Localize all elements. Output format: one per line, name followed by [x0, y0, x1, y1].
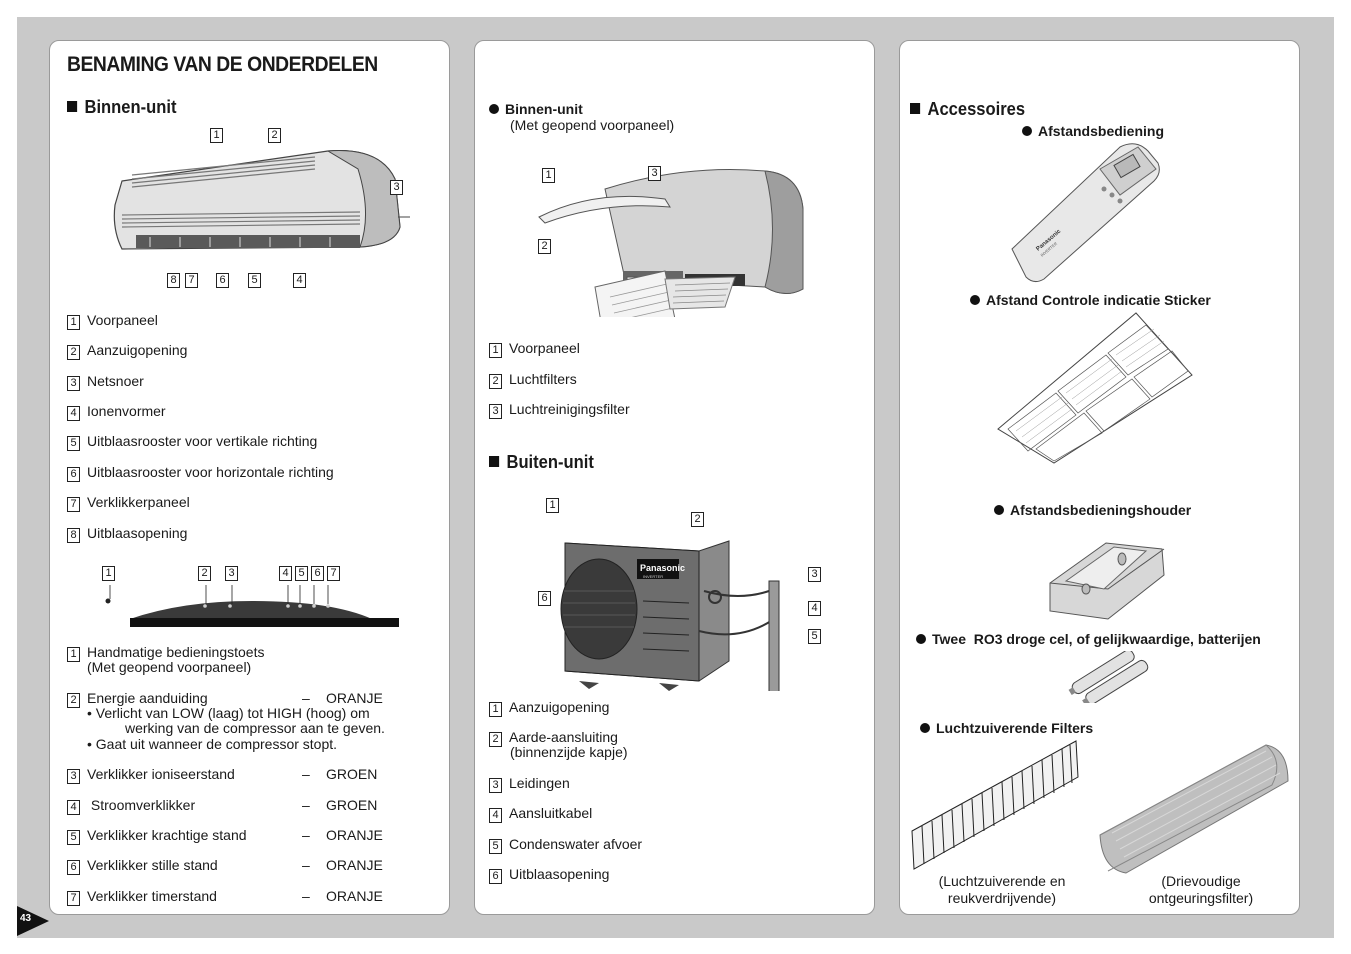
holder-heading: Afstandsbedieningshouder [994, 502, 1191, 518]
bullet-dot-icon [970, 295, 980, 305]
callout-2: 2 [268, 125, 288, 143]
section-accessoires: Accessoires [910, 99, 1025, 120]
outdoor-callout-1: 1 [546, 495, 566, 513]
panel-open-and-outdoor: Binnen-unit (Met geopend voorpaneel) 1 3… [474, 40, 875, 915]
page-number-tab [17, 906, 49, 936]
indicator-2-bullet-1-cont: werking van de compressor aan te geven. [125, 720, 385, 736]
outdoor-callout-2: 2 [691, 509, 711, 527]
square-bullet-icon [489, 456, 500, 467]
outdoor-part-2-note: (binnenzijde kapje) [510, 744, 628, 760]
panel-callout-7: 7 [327, 563, 347, 581]
callout-5: 5 [248, 270, 268, 288]
remote-heading: Afstandsbediening [1022, 123, 1164, 139]
indicator-4-color: –GROEN [302, 797, 378, 813]
indicator-7-color: –ORANJE [302, 888, 383, 904]
callout-4: 4 [293, 270, 313, 288]
outdoor-callout-5: 5 [808, 626, 828, 644]
page-title: BENAMING VAN DE ONDERDELEN [67, 53, 378, 76]
outdoor-callout-4: 4 [808, 598, 828, 616]
indicator-6-color: –ORANJE [302, 857, 383, 873]
panel-indoor-parts: BENAMING VAN DE ONDERDELEN Binnen-unit 1… [49, 40, 450, 915]
open-unit-note: (Met geopend voorpaneel) [510, 117, 675, 133]
indoor-unit-illustration [113, 149, 410, 250]
outdoor-callout-3: 3 [808, 564, 828, 582]
sticker-illustration [997, 312, 1193, 464]
callout-7: 7 [185, 270, 205, 288]
indicator-5-color: –ORANJE [302, 827, 383, 843]
bullet-dot-icon [916, 634, 926, 644]
bullet-dot-icon [489, 104, 499, 114]
batteries-illustration [1068, 651, 1149, 703]
outdoor-unit-illustration: Panasonic INVERTER [560, 540, 780, 691]
panel-callout-4: 4 [279, 563, 299, 581]
open-callout-3: 3 [648, 163, 668, 181]
svg-text:INVERTER: INVERTER [643, 574, 663, 579]
sticker-heading: Afstand Controle indicatie Sticker [970, 292, 1211, 308]
callout-3: 3 [390, 177, 410, 195]
section-buiten-unit: Buiten-unit [489, 452, 594, 473]
indicator-item-4: 4 Stroomverklikker [67, 797, 195, 815]
open-callout-1: 1 [542, 165, 562, 183]
triple-deodorizing-filter-illustration [1099, 744, 1289, 874]
indicator-3-color: –GROEN [302, 766, 378, 782]
bullet-dot-icon [1022, 126, 1032, 136]
bullet-dot-icon [920, 723, 930, 733]
svg-text:Panasonic: Panasonic [640, 563, 685, 573]
indicator-panel-illustration [105, 585, 399, 627]
air-purifying-filter-illustration [911, 740, 1079, 870]
remote-holder-illustration [1049, 542, 1165, 620]
callout-6: 6 [216, 270, 236, 288]
indicator-item-1-note: (Met geopend voorpaneel) [87, 659, 252, 675]
callout-8: 8 [167, 270, 187, 288]
open-unit-heading: Binnen-unit [489, 101, 583, 117]
panel-callout-1: 1 [102, 563, 122, 581]
indicator-2-bullet-1: • Verlicht van LOW (laag) tot HIGH (hoog… [87, 705, 370, 721]
open-indoor-unit-illustration [538, 168, 804, 317]
remote-control-illustration: Panasonic INVERTER [1011, 143, 1160, 283]
panel-accessories: Accessoires Afstandsbediening Panasonic … [899, 40, 1300, 915]
panel-callout-2: 2 [198, 563, 218, 581]
section-binnen-unit: Binnen-unit [67, 97, 176, 118]
callout-1: 1 [210, 125, 230, 143]
batteries-heading: Twee RO3 droge cel, of gelijkwaardige, b… [916, 631, 1261, 647]
indicator-2-bullet-2: • Gaat uit wanneer de compressor stopt. [87, 736, 338, 752]
page-number: 43 [20, 913, 32, 924]
panel-callout-3: 3 [225, 563, 245, 581]
square-bullet-icon [67, 101, 78, 112]
outdoor-callout-6: 6 [538, 588, 558, 606]
open-callout-2: 2 [538, 236, 558, 254]
panel-callout-5: 5 [295, 563, 315, 581]
indicator-2-color: –ORANJE [302, 690, 383, 706]
bullet-dot-icon [994, 505, 1004, 515]
square-bullet-icon [910, 103, 921, 114]
panel-callout-6: 6 [311, 563, 331, 581]
filters-heading: Luchtzuiverende Filters [920, 720, 1093, 736]
